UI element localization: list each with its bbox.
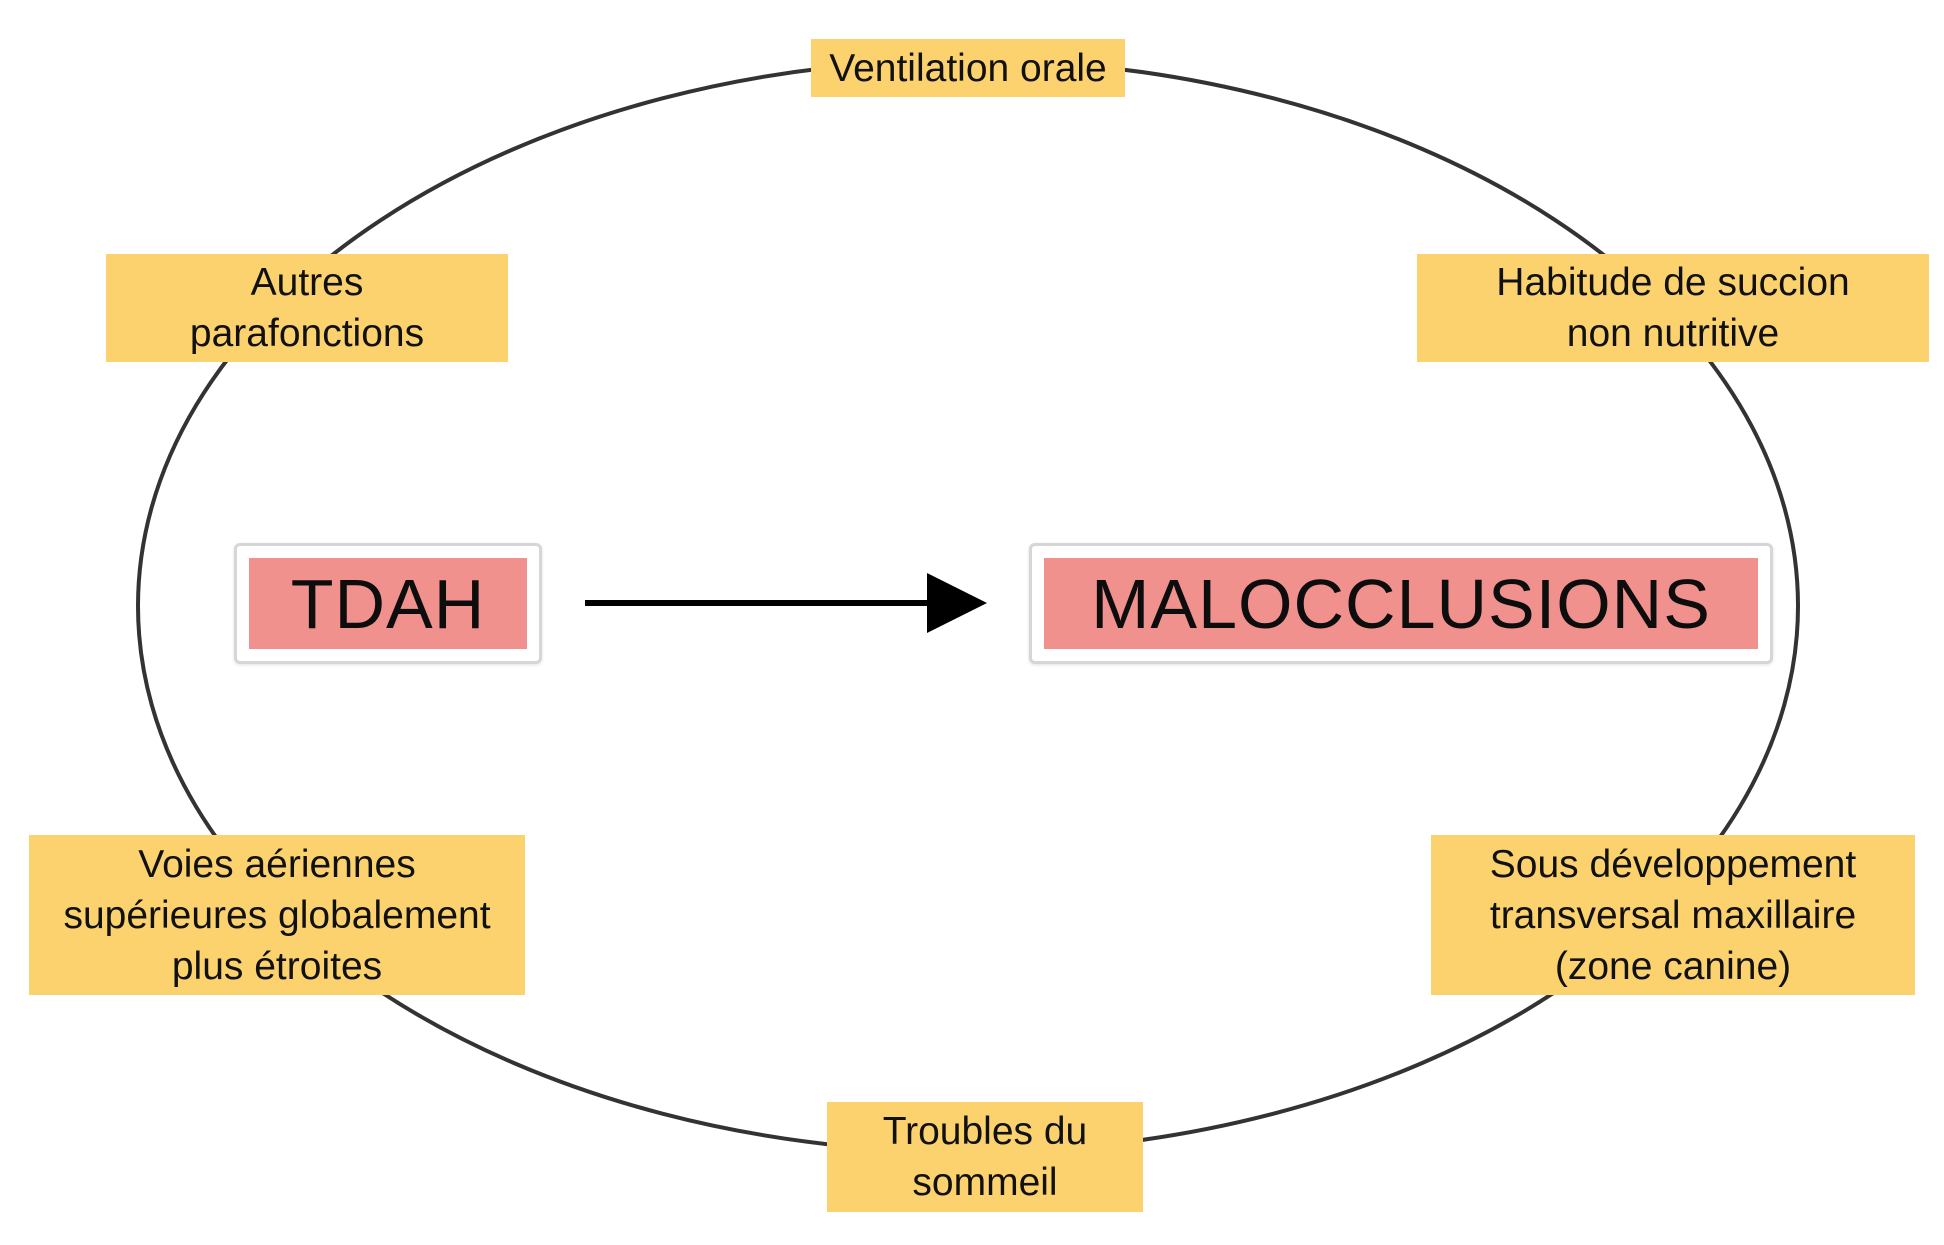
node-line: Troubles du — [882, 1110, 1088, 1153]
node-line: sommeil — [912, 1161, 1058, 1204]
node-autres-parafonctions: Autres parafonctions — [106, 254, 508, 362]
node-line: (zone canine) — [1554, 944, 1792, 988]
node-line: Ventilation orale — [829, 46, 1107, 90]
node-line: Habitude de succion — [1496, 261, 1850, 304]
node-tdah: TDAH — [234, 543, 542, 664]
node-sous-developpement: Sous développement transversal maxillair… — [1431, 835, 1915, 995]
node-line: plus étroites — [171, 944, 383, 988]
node-malocclusions: MALOCCLUSIONS — [1029, 543, 1773, 664]
node-voies-aeriennes: Voies aériennes supérieures globalement … — [29, 835, 525, 995]
node-line: non nutritive — [1566, 312, 1780, 355]
node-habitude-succion: Habitude de succion non nutritive — [1417, 254, 1929, 362]
node-line: Sous développement — [1489, 842, 1857, 886]
node-troubles-sommeil: Troubles du sommeil — [827, 1102, 1143, 1212]
node-line: supérieures globalement — [63, 893, 491, 937]
node-line: transversal maxillaire — [1489, 893, 1857, 937]
node-line: Autres — [250, 261, 364, 304]
node-line: parafonctions — [189, 312, 425, 355]
node-line: Voies aériennes — [138, 842, 416, 886]
node-ventilation-orale: Ventilation orale — [811, 39, 1125, 97]
malocclusions-label: MALOCCLUSIONS — [1044, 558, 1758, 649]
tdah-label: TDAH — [249, 558, 527, 649]
